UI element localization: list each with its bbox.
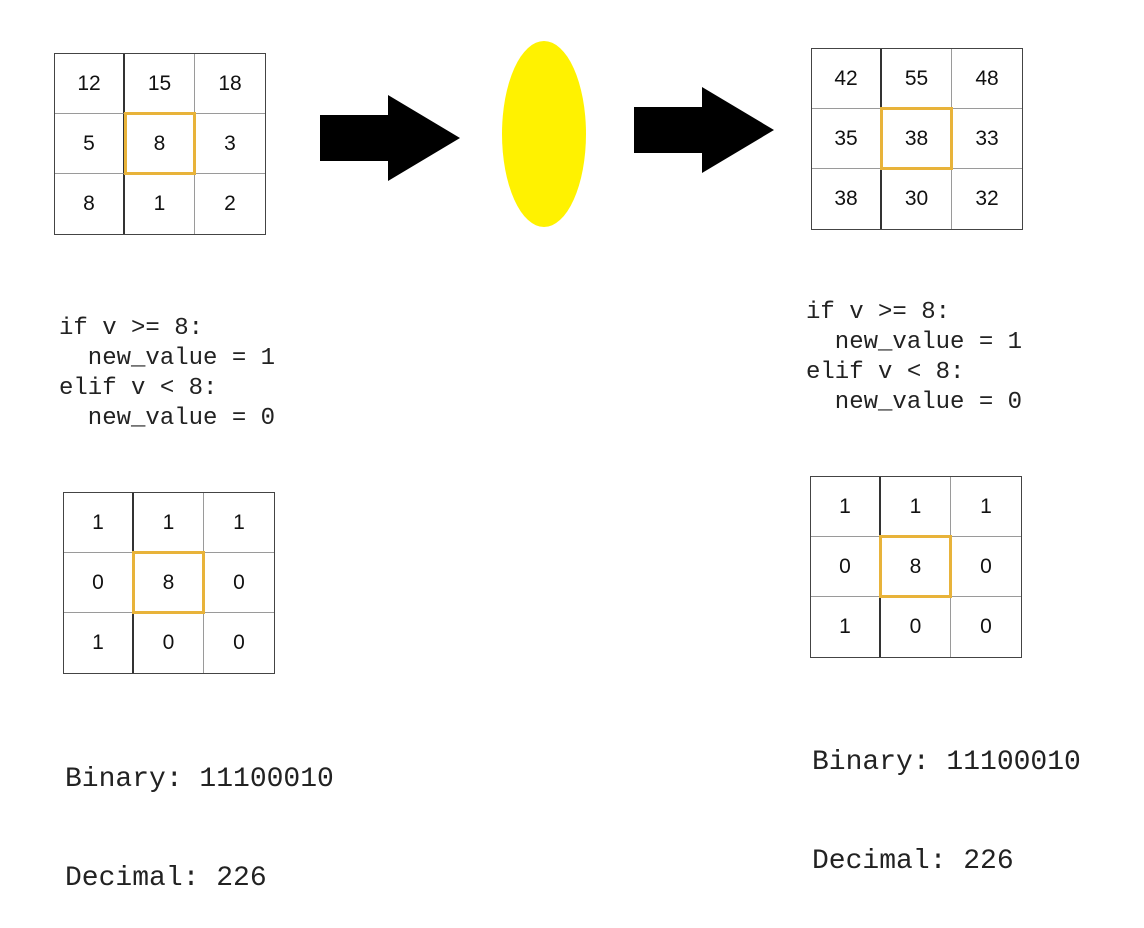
threshold-code-right: if v >= 8: new_value = 1 elif v < 8: new… [806,299,1023,416]
grid-cell: 12 [55,54,125,114]
grid-cell: 1 [951,477,1021,537]
grid-cell: 35 [812,109,882,169]
grid-cell: 8 [881,537,951,597]
grid-cell: 32 [975,187,999,210]
grid-cell: 0 [204,553,274,613]
result-right: Binary: 11100010 Decimal: 226 [812,680,1081,911]
grid-cell: 48 [952,49,1022,109]
grid-cell: 5 [55,114,125,174]
grid-cell: 1 [811,477,881,537]
grid-cell: 0 [233,631,245,654]
grid-cell: 0 [951,537,1021,597]
binary-label-left: Binary: 11100010 [65,764,334,795]
grid-cell: 38 [812,169,882,229]
grid-cell: 8 [134,553,204,613]
grid-cell: 1 [204,493,274,553]
grid-cell: 1 [134,493,204,553]
result-left: Binary: 11100010 Decimal: 226 [65,697,334,928]
grid-cell: 0 [134,613,204,673]
binary-label-right: Binary: 11100010 [812,747,1081,778]
grid-cell: 1 [64,493,134,553]
decimal-label-right: Decimal: 226 [812,846,1014,877]
right-arrow-icon [320,95,460,181]
grid-cell: 33 [952,109,1022,169]
grid-cell: 1 [811,597,881,657]
grid-cell: 38 [882,109,952,169]
threshold-code-left: if v >= 8: new_value = 1 elif v < 8: new… [59,315,276,432]
grid-cell: 8 [125,114,195,174]
grid-cell: 1 [64,613,134,673]
grid-cell: 1 [881,477,951,537]
grid-cell: 18 [195,54,265,114]
grid-cell: 2 [224,192,236,215]
grid-cell: 3 [195,114,265,174]
grid-cell: 0 [64,553,134,613]
grid-cell: 30 [882,169,952,229]
grid-cell: 1 [125,174,195,234]
grid-cell: 42 [812,49,882,109]
grid-cell: 55 [882,49,952,109]
decimal-label-left: Decimal: 226 [65,863,267,894]
grid-cell: 0 [811,537,881,597]
yellow-ellipse [502,41,586,227]
grid-cell: 0 [881,597,951,657]
grid-cell: 8 [55,174,125,234]
right-arrow-icon [634,87,774,173]
grid-cell: 15 [125,54,195,114]
grid-cell: 0 [980,615,992,638]
